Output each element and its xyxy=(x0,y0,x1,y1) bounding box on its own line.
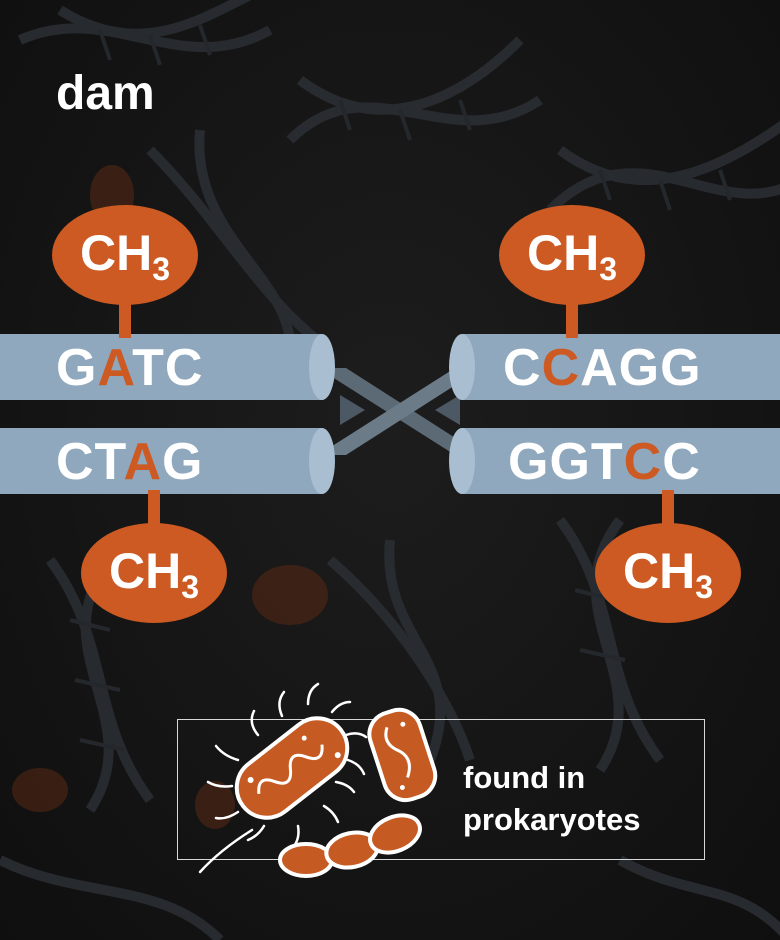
methyl-label-left-top: CH3 xyxy=(79,225,170,287)
strand-crossover xyxy=(318,368,482,455)
methylated-base: C xyxy=(541,339,581,397)
chain-bacterium-icon xyxy=(278,813,422,878)
methylated-base: A xyxy=(97,339,133,397)
enzyme-title: dam xyxy=(56,67,155,120)
info-text: found in prokaryotes xyxy=(463,757,693,841)
right-strand-pair xyxy=(449,334,780,494)
left-bottom-sequence: CTAG xyxy=(56,433,204,491)
right-bottom-sequence: GGTCC xyxy=(508,433,701,491)
methyl-label-right-bottom: CH3 xyxy=(622,543,713,605)
info-box xyxy=(177,719,705,860)
right-top-sequence: CCAGG xyxy=(503,339,702,397)
methyl-label-left-bottom: CH3 xyxy=(108,543,199,605)
methylated-base: C xyxy=(623,433,663,491)
methyl-label-right-top: CH3 xyxy=(526,225,617,287)
methyl-oval-right-top xyxy=(499,205,645,305)
oval-bacterium-icon xyxy=(367,707,438,803)
methyl-oval-left-bottom xyxy=(81,523,227,623)
methyl-oval-left-top xyxy=(52,205,198,305)
rod-bacterium-icon xyxy=(234,716,350,820)
left-strand-pair xyxy=(0,334,335,494)
info-line-2: prokaryotes xyxy=(463,802,641,837)
methylated-base: A xyxy=(123,433,163,491)
left-top-sequence: GATC xyxy=(56,339,204,397)
info-line-1: found in xyxy=(463,760,586,795)
methyl-oval-right-bottom xyxy=(595,523,741,623)
